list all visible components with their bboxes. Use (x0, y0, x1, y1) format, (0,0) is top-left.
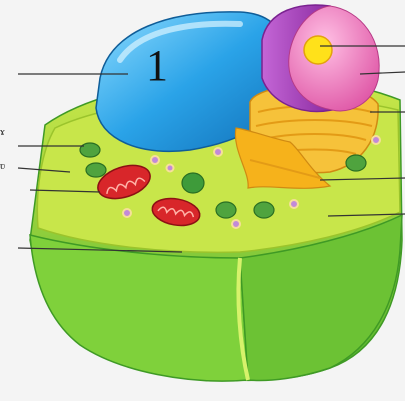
edge-fragment-2: ʋ (0, 160, 5, 172)
label-vacuole-number: 1 (146, 44, 168, 88)
nucleolus (304, 36, 332, 64)
edge-fragment-1: ɤ (0, 126, 5, 138)
